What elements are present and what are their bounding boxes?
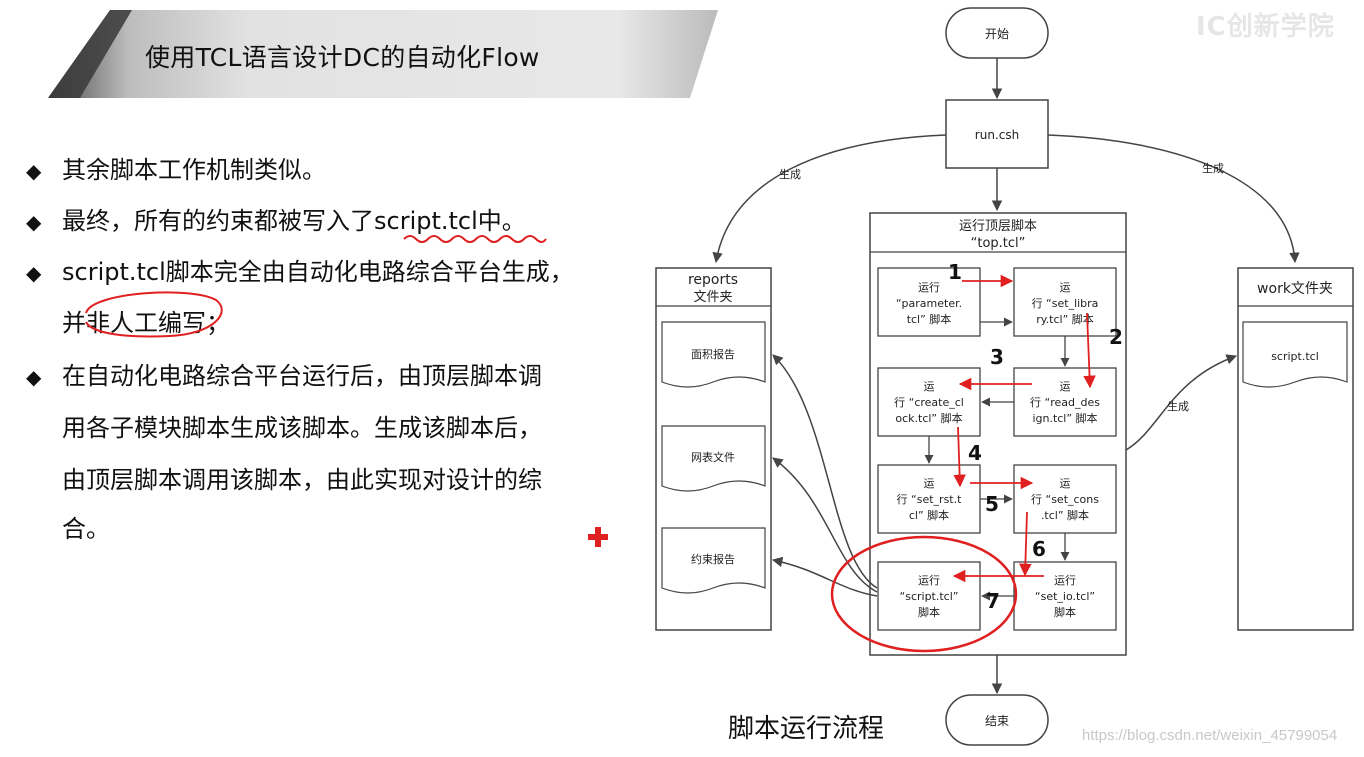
- step-text: 运: [1060, 281, 1071, 294]
- top-tcl-title: 运行顶层脚本: [959, 218, 1037, 234]
- order-number: 7: [986, 589, 1000, 613]
- step-text: 脚本: [918, 605, 940, 619]
- document-icon: [661, 321, 766, 388]
- step-read-design-box: [1013, 367, 1117, 437]
- step-text: ry.tcl” 脚本: [1036, 312, 1094, 326]
- document-icon: [661, 425, 766, 492]
- order-number: 2: [1109, 325, 1123, 349]
- cross-marker-icon: [588, 527, 608, 547]
- diamond-bullet-icon: ◆: [26, 210, 42, 234]
- step-parameter-box: [877, 267, 981, 337]
- reports-title: reports: [688, 272, 738, 288]
- bullet-text: 其余脚本工作机制类似。: [62, 156, 326, 184]
- logo-watermark: IC创新学院: [1196, 12, 1335, 42]
- order-number: 3: [990, 345, 1004, 369]
- generate-label-work: 生成: [1202, 161, 1224, 175]
- diamond-bullet-icon: ◆: [26, 159, 42, 183]
- step-text: 运: [1060, 477, 1071, 490]
- end-label: 结束: [985, 714, 1009, 728]
- bullet-item: ◆ script.tcl脚本完全由自动化电路综合平台生成，: [26, 246, 574, 299]
- step-text: 运: [1060, 380, 1071, 393]
- step-text: 运行: [1054, 574, 1076, 587]
- netlist-file-label: 网表文件: [691, 450, 735, 464]
- bullet-text: script.tcl脚本完全由自动化电路综合平台生成，: [62, 258, 574, 286]
- run-csh-node: [945, 99, 1049, 169]
- bullet-text: 最终，所有的约束都被写入了script.tcl中。: [62, 207, 526, 235]
- step-text: “set_io.tcl”: [1035, 590, 1095, 603]
- bullet-continuation: 由顶层脚本调用该脚本，由此实现对设计的综: [62, 466, 542, 494]
- step-text: 运: [924, 477, 935, 490]
- step-text: .tcl” 脚本: [1041, 508, 1089, 522]
- step-set-cons-box: [1013, 464, 1117, 534]
- bullet-item: ◆ 在自动化电路综合平台运行后，由顶层脚本调: [26, 350, 542, 403]
- diamond-bullet-icon: ◆: [26, 365, 42, 389]
- order-number: 1: [948, 260, 962, 284]
- bullet-text: 在自动化电路综合平台运行后，由顶层脚本调: [62, 362, 542, 390]
- diagram-caption: 脚本运行流程: [728, 714, 885, 744]
- top-tcl-filename: “top.tcl”: [971, 236, 1026, 251]
- step-text: cl” 脚本: [909, 508, 949, 522]
- bullet-continuation: 合。: [62, 515, 110, 543]
- work-script-label: script.tcl: [1271, 350, 1319, 363]
- step-text: “script.tcl”: [900, 590, 959, 603]
- run-csh-label: run.csh: [975, 128, 1019, 142]
- order-number: 6: [1032, 537, 1046, 561]
- diamond-bullet-icon: ◆: [26, 261, 42, 285]
- highlight-ellipse: [830, 535, 1018, 653]
- title-banner: [48, 10, 718, 98]
- order-number: 4: [968, 441, 982, 465]
- step-text: 行 “set_libra: [1032, 297, 1099, 310]
- document-icon: [661, 527, 766, 594]
- step-text: tcl” 脚本: [907, 312, 952, 326]
- slide-title: 使用TCL语言设计DC的自动化Flow: [145, 43, 540, 72]
- step-text: 行 “read_des: [1030, 396, 1100, 409]
- bullet-item: ◆ 其余脚本工作机制类似。: [26, 144, 326, 197]
- step-text: 运行: [918, 281, 940, 294]
- generate-label-reports: 生成: [779, 167, 801, 181]
- order-number: 5: [985, 492, 999, 516]
- step-text: “parameter.: [896, 297, 962, 310]
- step-text: 脚本: [1054, 605, 1076, 619]
- generate-label-script: 生成: [1167, 399, 1189, 413]
- reports-subtitle: 文件夹: [693, 290, 732, 305]
- step-text: ign.tcl” 脚本: [1032, 411, 1097, 425]
- url-watermark: https://blog.csdn.net/weixin_45799054: [1082, 727, 1338, 744]
- step-text: 运行: [918, 574, 940, 587]
- step-set-library-box: [1013, 267, 1117, 337]
- constraint-report-label: 约束报告: [691, 552, 735, 566]
- bullet-item: ◆ 最终，所有的约束都被写入了script.tcl中。: [26, 195, 526, 248]
- step-text: 行 “set_cons: [1031, 493, 1099, 506]
- bullet-continuation: 用各子模块脚本生成该脚本。生成该脚本后，: [62, 414, 542, 442]
- area-report-label: 面积报告: [691, 347, 735, 361]
- start-label: 开始: [985, 27, 1009, 41]
- step-text: 行 “create_cl: [894, 396, 964, 409]
- work-folder-title: work文件夹: [1257, 281, 1333, 297]
- step-text: 运: [924, 380, 935, 393]
- end-node: [945, 694, 1049, 746]
- step-text: 行 “set_rst.t: [897, 493, 963, 506]
- document-icon: [1242, 321, 1348, 388]
- step-text: ock.tcl” 脚本: [895, 411, 962, 425]
